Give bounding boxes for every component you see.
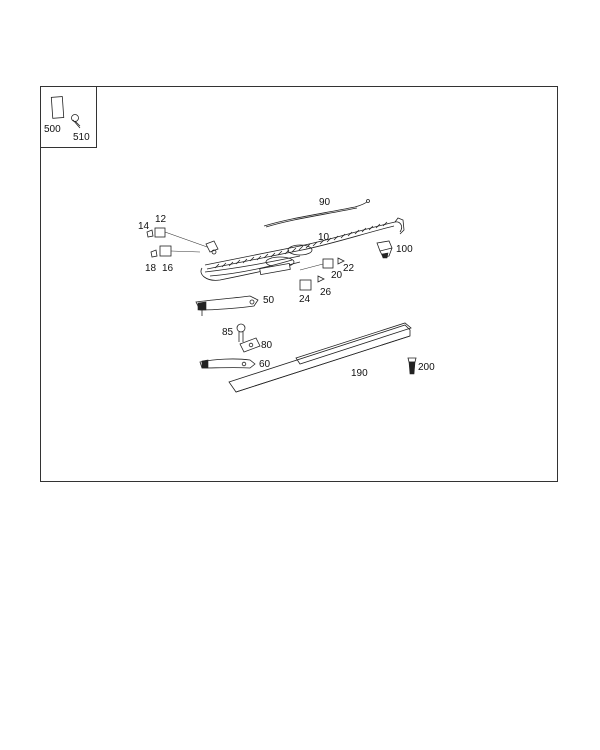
callout-190: 190	[351, 368, 368, 379]
clip-icon	[376, 240, 393, 259]
callout-510: 510	[73, 132, 90, 143]
callout-500: 500	[44, 124, 61, 135]
callout-26: 26	[320, 287, 332, 298]
screw-icon	[236, 323, 246, 342]
bracket-icon	[239, 337, 261, 353]
callout-90: 90	[319, 197, 331, 208]
inset-box	[40, 86, 97, 148]
bracket-icon	[195, 295, 259, 316]
callout-14: 14	[138, 221, 150, 232]
bracket-icon	[199, 358, 256, 369]
diagram-frame	[40, 86, 558, 482]
callout-200: 200	[418, 362, 435, 373]
callout-24: 24	[299, 294, 311, 305]
clip-icon	[146, 227, 219, 255]
label-card-icon	[50, 96, 65, 119]
callout-100: 100	[396, 244, 413, 255]
clip-icon	[299, 257, 345, 291]
callout-85: 85	[222, 327, 234, 338]
clip-icon	[150, 245, 201, 258]
wire-icon	[263, 199, 370, 228]
callout-20: 20	[331, 270, 343, 281]
callout-50: 50	[263, 295, 275, 306]
callout-80: 80	[261, 340, 273, 351]
callout-60: 60	[259, 359, 271, 370]
wiring-harness-icon	[200, 217, 405, 281]
callout-10: 10	[318, 232, 330, 243]
callout-18: 18	[145, 263, 157, 274]
callout-22: 22	[343, 263, 355, 274]
push-rivet-icon	[407, 357, 417, 375]
callout-16: 16	[162, 263, 174, 274]
sill-panel-icon	[228, 322, 412, 393]
screw-icon	[71, 114, 81, 129]
callout-12: 12	[155, 214, 167, 225]
